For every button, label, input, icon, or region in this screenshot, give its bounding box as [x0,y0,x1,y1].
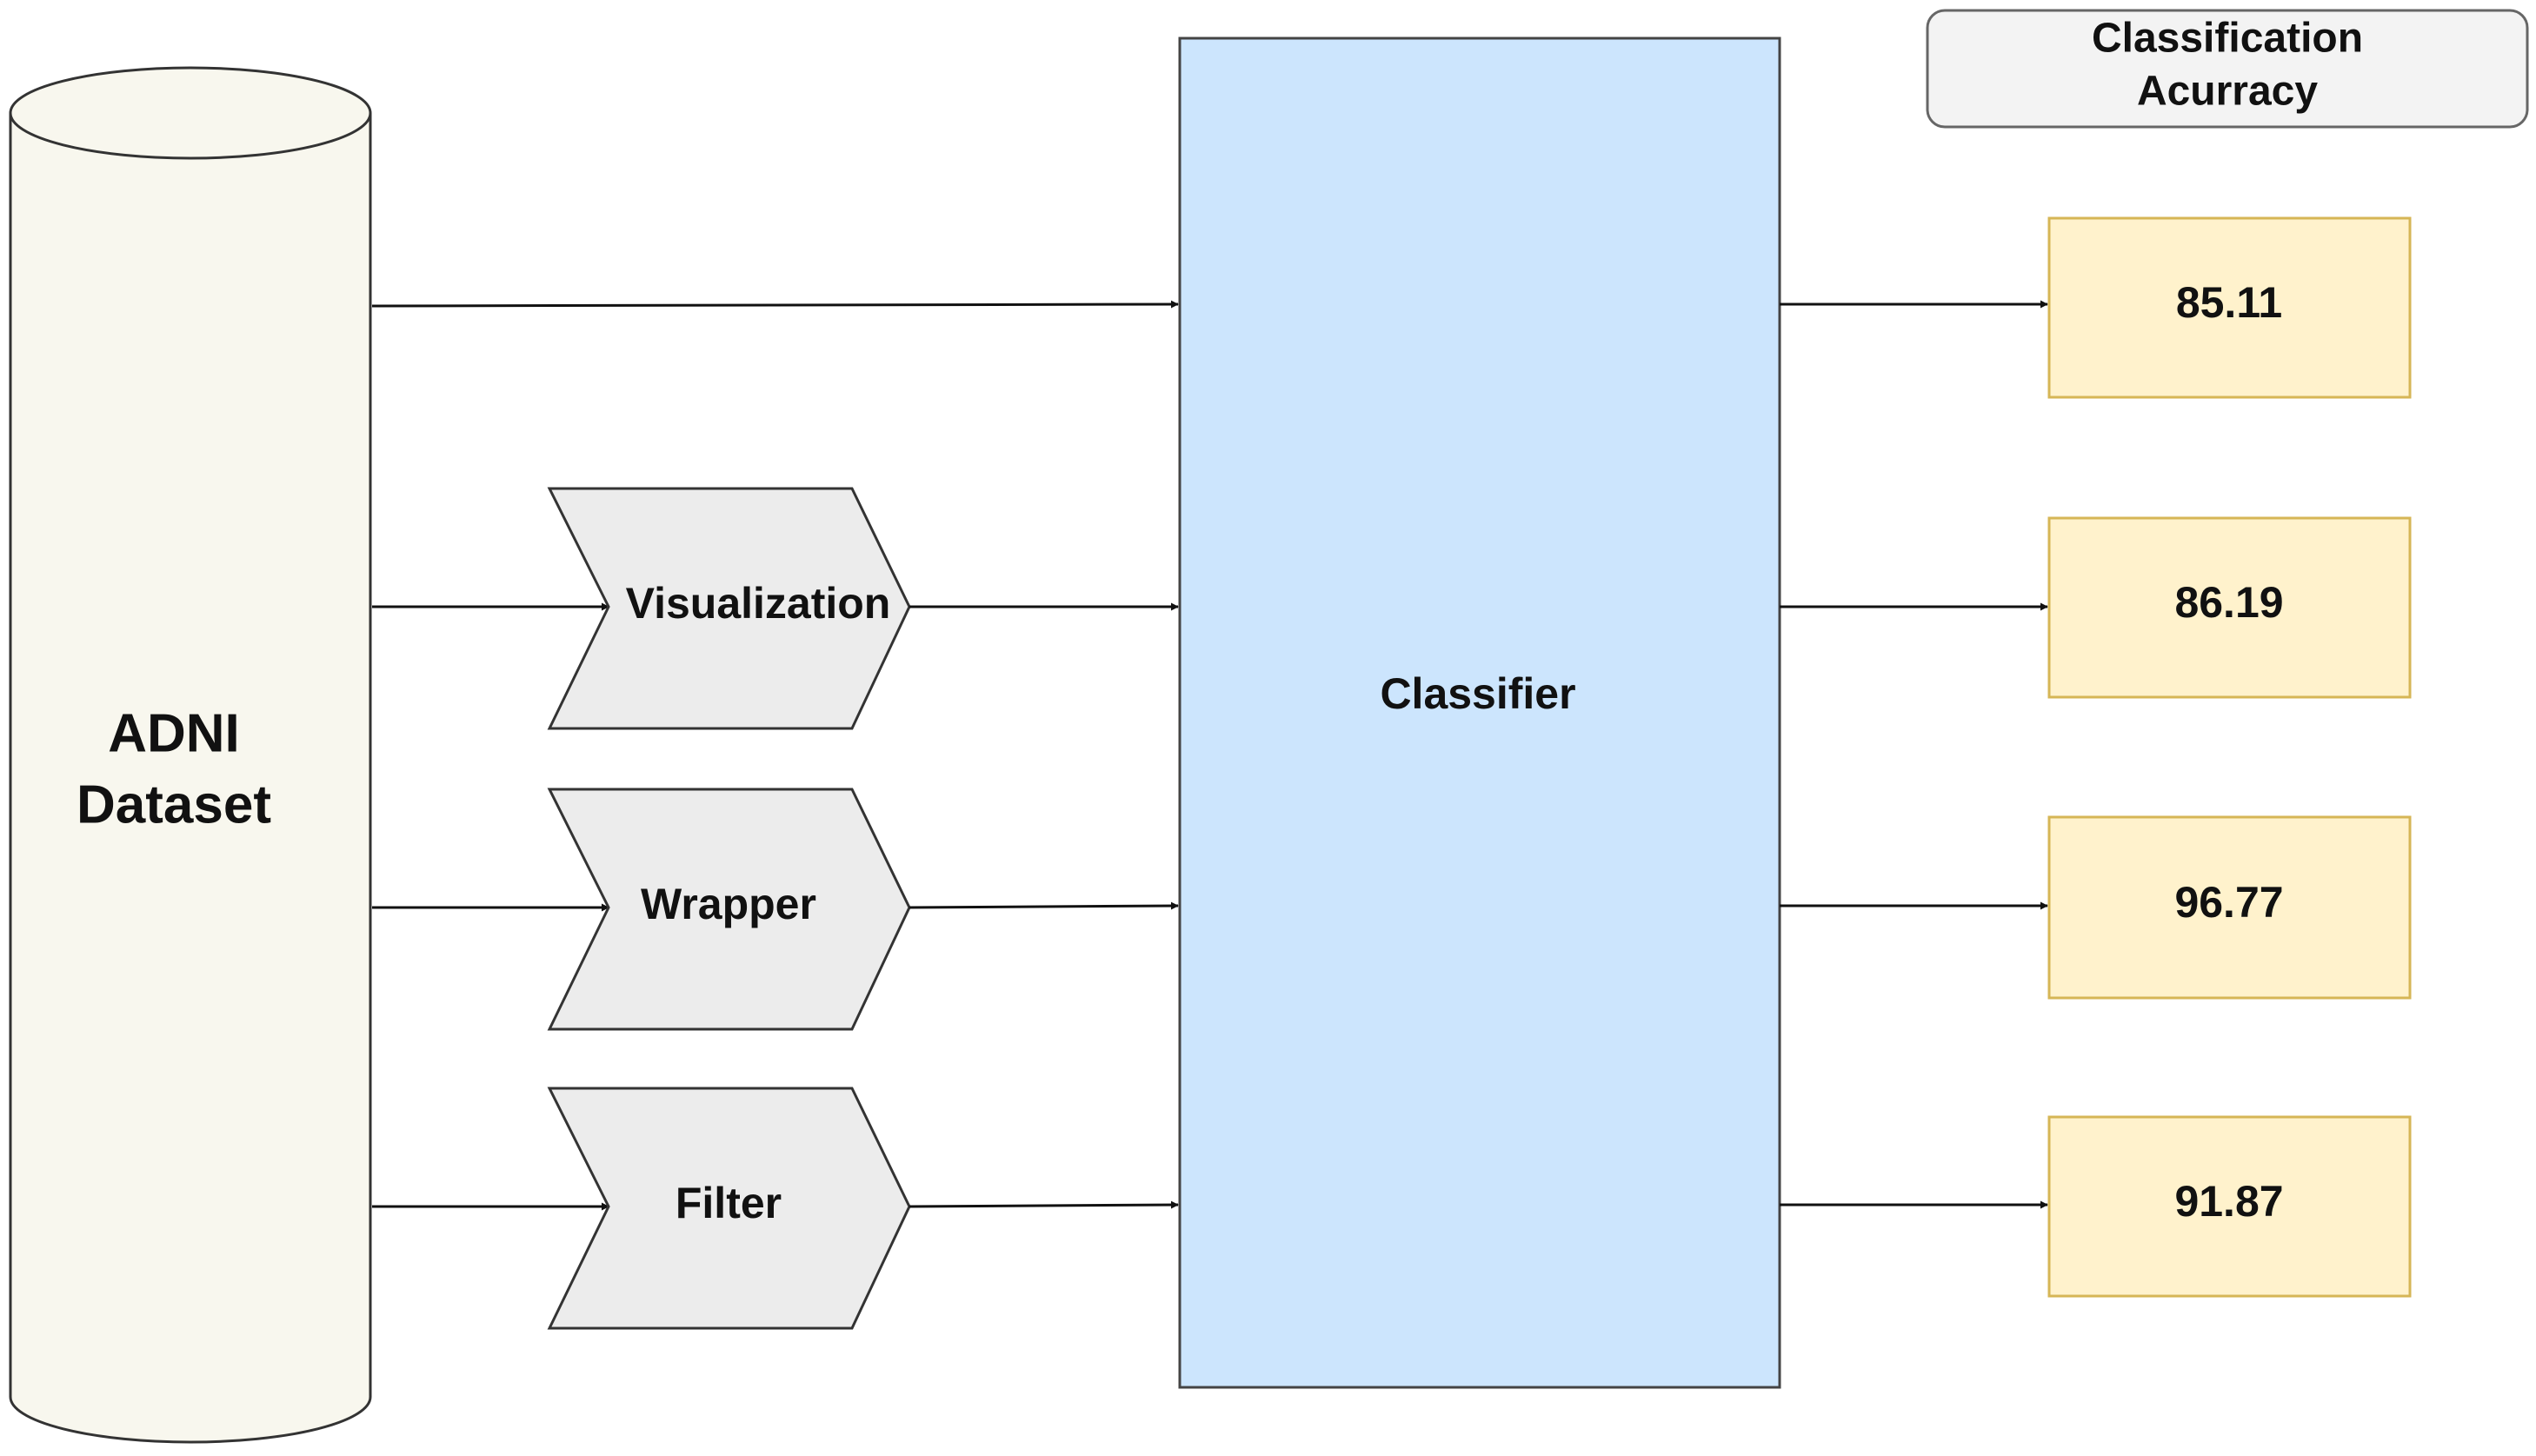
method-label-wrapper: Wrapper [641,880,816,928]
result-box-1: 85.11 [2047,216,2412,399]
result-box-4: 91.87 [2047,1115,2412,1298]
accuracy-header-box [1926,9,2529,129]
method-step-filter: Filter [547,1087,911,1330]
classifier-label: Classifier [1380,669,1575,718]
result-value: 86.19 [2174,578,2283,627]
arrow-dataset-to-classifier [371,300,1179,309]
dataset-label-line2: Dataset [77,775,271,834]
result-value: 96.77 [2174,878,2283,927]
cylinder-top [9,66,372,160]
method-label-visualization: Visualization [626,579,891,628]
accuracy-header-line1: Classification [2092,16,2363,62]
classifier-block: Classifier [1178,37,1781,1389]
result-value: 85.11 [2176,278,2282,327]
method-step-wrapper: Wrapper [547,788,911,1031]
accuracy-header: Classification Acurracy [1926,9,2529,129]
dataset-label-line1: ADNI [108,703,240,763]
arrow-wrapper-to-classifier [909,901,1179,910]
arrow-filter-to-classifier [909,1200,1179,1209]
accuracy-header-line2: Acurracy [2137,69,2318,115]
result-box-2: 86.19 [2047,516,2412,699]
cylinder-body [9,113,372,1444]
adni-dataset-cylinder: ADNI Dataset [9,66,372,1444]
result-value: 91.87 [2174,1177,2283,1226]
result-box-3: 96.77 [2047,815,2412,1000]
method-step-visualization: Visualization [547,487,911,730]
method-label-filter: Filter [676,1179,782,1227]
classifier-box [1178,37,1781,1389]
